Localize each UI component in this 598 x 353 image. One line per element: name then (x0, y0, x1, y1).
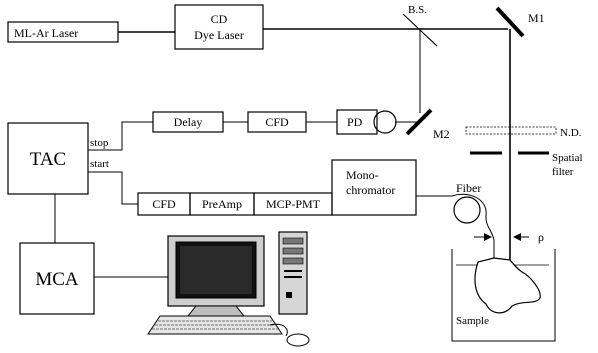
start-label: start (90, 158, 109, 170)
delay-box: Delay (152, 111, 224, 133)
cd-dye-laser: CD Dye Laser (174, 4, 264, 50)
tac-box: TAC (7, 122, 89, 195)
photodiode: PD (336, 109, 397, 135)
monochromator-label-1: Mono- (346, 168, 379, 182)
monochromator-label-2: chromator (346, 183, 395, 197)
mirror-m2: M2 (405, 108, 450, 141)
delay-label: Delay (174, 115, 203, 129)
monochromator-box: Mono- chromator (331, 159, 417, 216)
start-wire (88, 171, 138, 205)
ml-ar-laser-label: ML-Ar Laser (14, 26, 78, 40)
rho-label: ρ (538, 230, 544, 244)
beam-splitter-label: B.S. (408, 4, 427, 16)
tower-pc-icon (278, 231, 308, 315)
ml-ar-laser: ML-Ar Laser (7, 21, 119, 43)
fiber-label: Fiber (456, 181, 481, 195)
mca-label: MCA (35, 269, 79, 290)
mca-box: MCA (19, 242, 95, 315)
mcp-pmt-box: MCP-PMT (253, 192, 333, 216)
spatial-filter-label-2: filter (552, 166, 574, 178)
preamp-box: PreAmp (189, 192, 255, 216)
mirror-m1: M1 (495, 6, 545, 38)
mirror-m1-label: M1 (528, 11, 545, 25)
mirror-m2-label: M2 (433, 127, 450, 141)
sample-container: Sample (451, 249, 556, 342)
spatial-filter: Spatial filter (470, 151, 583, 178)
nd-filter-label: N.D. (560, 127, 582, 139)
mouse-cable (269, 323, 288, 337)
stop-wire (88, 121, 153, 151)
rho-arrows: ρ (474, 230, 544, 244)
stop-label: stop (90, 137, 109, 149)
sample-label: Sample (456, 315, 489, 327)
photodiode-label: PD (347, 115, 363, 129)
cd-dye-laser-label-2: Dye Laser (194, 28, 244, 42)
mcp-pmt-label: MCP-PMT (266, 197, 321, 211)
spatial-filter-label-1: Spatial (552, 152, 583, 164)
fiber-coil-icon (451, 193, 495, 262)
keyboard-icon (147, 315, 283, 335)
tac-label: TAC (30, 149, 66, 170)
cfd-top: CFD (247, 111, 307, 133)
cfd-bottom-label: CFD (152, 197, 176, 211)
nd-filter: N.D. (465, 126, 582, 139)
cfd-bottom: CFD (137, 192, 191, 216)
cd-dye-laser-label-1: CD (211, 12, 228, 26)
preamp-label: PreAmp (202, 197, 242, 211)
cfd-top-label: CFD (265, 115, 289, 129)
mouse-icon (286, 333, 310, 347)
computer-icon (167, 235, 265, 317)
